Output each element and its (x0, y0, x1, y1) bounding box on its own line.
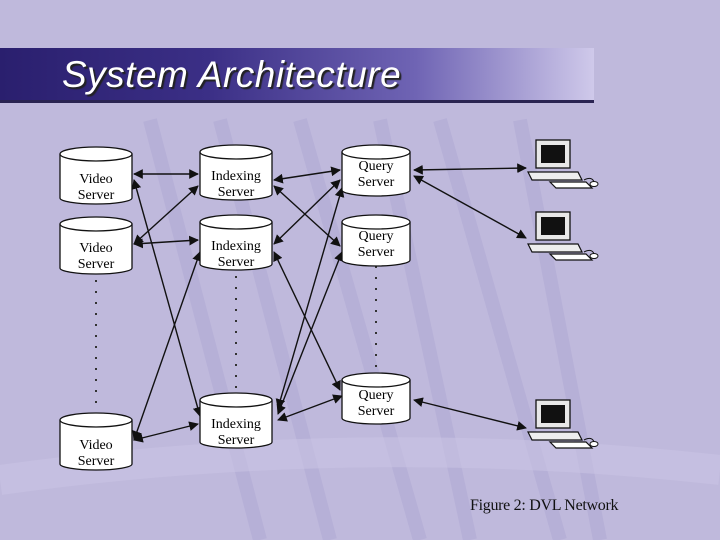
query-server-1-label-line1: Query (359, 159, 394, 174)
indexing-server-2-label-line2: Server (218, 255, 255, 270)
query-server-2: Query Server (341, 214, 411, 267)
link-index3-query3 (277, 394, 343, 422)
link-index3-query2 (276, 251, 344, 415)
link-index2-query3 (273, 251, 341, 391)
link-index1-query2 (273, 185, 341, 247)
query-server-3-label-line2: Server (358, 404, 395, 419)
computer-terminal-icon (527, 211, 599, 261)
computer-terminal-icon (527, 139, 599, 189)
indexing-server-3-label-line1: Indexing (211, 417, 261, 432)
computer-terminal-icon (527, 399, 599, 449)
query-server-3: Query Server (341, 372, 411, 425)
indexing-server-3: Indexing Server (199, 392, 273, 449)
query-server-1: Query Server (341, 144, 411, 197)
video-server-3-label-line2: Server (78, 454, 115, 469)
link-video3-index2 (132, 251, 202, 441)
link-index2-query1 (273, 179, 341, 245)
connection-lines (131, 163, 527, 443)
indexing-server-3-label-line2: Server (218, 433, 255, 448)
indexing-server-2: Indexing Server (199, 214, 273, 271)
figure-caption: Figure 2: DVL Network (470, 497, 619, 514)
indexing-server-2-label-line1: Indexing (211, 239, 261, 254)
continuation-dots (95, 266, 377, 408)
link-query1-client1 (413, 163, 527, 175)
link-index1-query1 (273, 166, 341, 184)
query-server-3-label-line1: Query (359, 388, 394, 403)
query-server-2-label-line2: Server (358, 245, 395, 260)
video-server-1-label-line1: Video (79, 172, 112, 187)
video-server-3: Video Server (59, 412, 133, 471)
indexing-server-1-label-line2: Server (218, 185, 255, 200)
video-server-2-label-line2: Server (78, 257, 115, 272)
video-server-1-label-line2: Server (78, 188, 115, 203)
link-video1-index3 (131, 179, 203, 417)
link-video3-index3 (133, 421, 199, 443)
link-query1-client2 (413, 175, 527, 239)
query-server-1-label-line2: Server (358, 175, 395, 190)
video-server-3-label-line1: Video (79, 438, 112, 453)
link-query3-client3 (413, 397, 527, 431)
video-server-1: Video Server (59, 146, 133, 205)
video-server-2: Video Server (59, 216, 133, 275)
title-bar (0, 48, 594, 103)
indexing-server-1-label-line1: Indexing (211, 169, 261, 184)
page-title: System Architecture (62, 54, 402, 95)
query-server-2-label-line1: Query (359, 229, 394, 244)
link-video2-index2 (133, 235, 199, 249)
indexing-server-1: Indexing Server (199, 144, 273, 201)
video-server-2-label-line1: Video (79, 241, 112, 256)
